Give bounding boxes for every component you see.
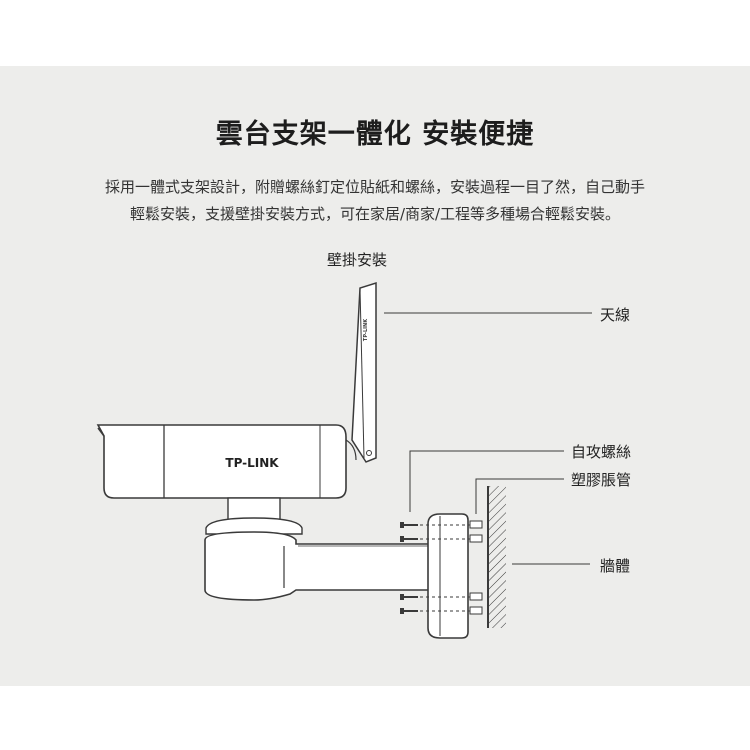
camera-brand-logo: TP-LINK: [225, 456, 279, 470]
label-wall: 牆體: [600, 557, 631, 575]
description-line-2: 輕鬆安裝，支援壁掛安裝方式，可在家居/商家/工程等多種場合輕鬆安裝。: [129, 205, 621, 223]
description-line-1: 採用一體式支架設計，附贈螺絲釘定位貼紙和螺絲，安裝過程一目了然，自己動手: [104, 178, 645, 196]
antenna-logo: TP-LINK: [363, 318, 369, 341]
description: 採用一體式支架設計，附贈螺絲釘定位貼紙和螺絲，安裝過程一目了然，自己動手 輕鬆安…: [40, 174, 710, 228]
label-antenna: 天線: [600, 306, 631, 324]
label-plastic-anchor: 塑膠脹管: [571, 471, 632, 489]
self-tapping-screws: [400, 522, 470, 614]
wall: [487, 486, 506, 628]
screw-1: [400, 522, 470, 528]
bracket-arm: [204, 531, 441, 601]
label-self-tapping-screw: 自攻螺絲: [571, 443, 632, 461]
camera-body: TP-LINK: [96, 424, 357, 499]
leader-lines: [384, 312, 592, 565]
page-title: 雲台支架一體化 安裝便捷: [215, 119, 535, 150]
plastic-anchors: [469, 520, 483, 615]
screw-4: [400, 608, 470, 614]
wall-plate: [427, 513, 469, 639]
antenna: TP-LINK: [351, 281, 377, 463]
screw-3: [400, 594, 470, 600]
screw-2: [400, 536, 470, 542]
diagram-heading: 壁掛安裝: [327, 251, 388, 269]
camera-neck: [205, 497, 303, 535]
